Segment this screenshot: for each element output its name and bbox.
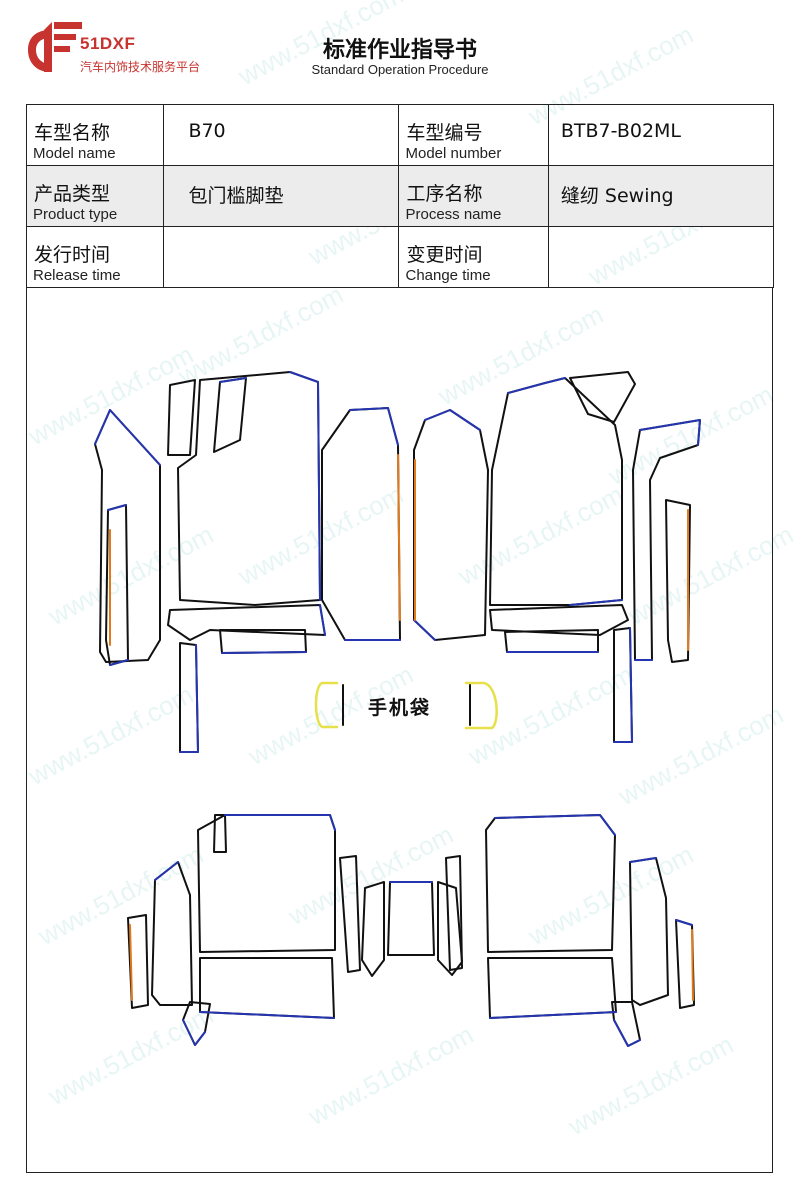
label-cn: 发行时间 bbox=[34, 244, 111, 266]
release-time-label-cell: 发行时间 Release time bbox=[25, 226, 165, 288]
label-en: Model number bbox=[405, 145, 502, 162]
label-cn: 工序名称 bbox=[406, 183, 483, 205]
model-number-value: BTB7-B02ML bbox=[560, 120, 682, 142]
release-time-value-cell bbox=[163, 226, 400, 288]
brand-name: 51DXF bbox=[80, 34, 136, 53]
model-name-value-cell: B70 bbox=[163, 104, 400, 166]
pattern-piece bbox=[167, 379, 196, 456]
label-en: Release time bbox=[33, 267, 121, 284]
table-row: 发行时间 Release time 变更时间 Change time bbox=[25, 226, 775, 288]
pattern-piece bbox=[197, 814, 336, 953]
model-name-value: B70 bbox=[188, 120, 226, 142]
blue-stitch-edges bbox=[94, 371, 701, 1047]
pattern-piece bbox=[361, 881, 385, 977]
pattern-piece bbox=[182, 1001, 211, 1046]
product-type-value-cell: 包门槛脚垫 bbox=[163, 165, 400, 227]
change-time-label-cell: 变更时间 Change time bbox=[398, 226, 549, 288]
process-name-value: 缝纫 Sewing bbox=[560, 185, 674, 207]
table-row: 产品类型 Product type 包门槛脚垫 工序名称 Process nam… bbox=[25, 165, 775, 227]
pattern-piece bbox=[489, 377, 623, 606]
orange-stitch-edges bbox=[109, 454, 694, 1001]
model-number-label-cell: 车型编号 Model number bbox=[398, 104, 549, 166]
pattern-piece bbox=[489, 604, 629, 636]
pattern-piece bbox=[569, 371, 636, 423]
product-type-label-cell: 产品类型 Product type bbox=[25, 165, 165, 227]
label-en: Product type bbox=[33, 206, 118, 223]
label-cn: 变更时间 bbox=[406, 244, 483, 266]
pattern-piece bbox=[487, 957, 617, 1019]
pattern-piece bbox=[485, 814, 616, 953]
document-title: 标准作业指导书 bbox=[322, 38, 477, 63]
pattern-piece bbox=[167, 604, 326, 641]
label-cn: 产品类型 bbox=[34, 183, 111, 205]
change-time-value-cell bbox=[547, 226, 775, 288]
pattern-piece bbox=[629, 857, 669, 1006]
pattern-piece bbox=[339, 855, 361, 973]
process-name-label-cell: 工序名称 Process name bbox=[398, 165, 549, 227]
label-en: Model name bbox=[33, 145, 116, 162]
pattern-piece bbox=[445, 855, 463, 971]
drawing-frame bbox=[26, 287, 773, 1173]
pattern-piece bbox=[213, 377, 247, 453]
label-cn: 车型编号 bbox=[406, 122, 483, 144]
pattern-piece bbox=[151, 861, 193, 1006]
pattern-piece bbox=[199, 957, 335, 1019]
product-type-value: 包门槛脚垫 bbox=[188, 185, 284, 207]
pattern-piece bbox=[387, 881, 435, 956]
table-row: 车型名称 Model name B70 车型编号 Model number BT… bbox=[25, 104, 775, 166]
label-en: Change time bbox=[405, 267, 491, 284]
process-name-value-cell: 缝纫 Sewing bbox=[547, 165, 775, 227]
brand-tagline: 汽车内饰技术服务平台 bbox=[80, 60, 201, 74]
label-cn: 车型名称 bbox=[34, 122, 111, 144]
pattern-piece bbox=[177, 371, 321, 606]
label-en: Process name bbox=[405, 206, 502, 223]
phone-pocket-label: 手机袋 bbox=[368, 697, 432, 719]
brand-logo bbox=[28, 22, 82, 72]
pattern-piece bbox=[321, 407, 401, 641]
pattern-piece bbox=[413, 409, 489, 641]
info-table: 车型名称 Model name B70 车型编号 Model number BT… bbox=[25, 104, 775, 288]
model-name-label-cell: 车型名称 Model name bbox=[25, 104, 165, 166]
pattern-piece bbox=[213, 814, 227, 853]
document-subtitle: Standard Operation Procedure bbox=[311, 62, 489, 77]
pattern-piece bbox=[665, 499, 691, 663]
phone-pocket-outlines bbox=[314, 681, 498, 730]
